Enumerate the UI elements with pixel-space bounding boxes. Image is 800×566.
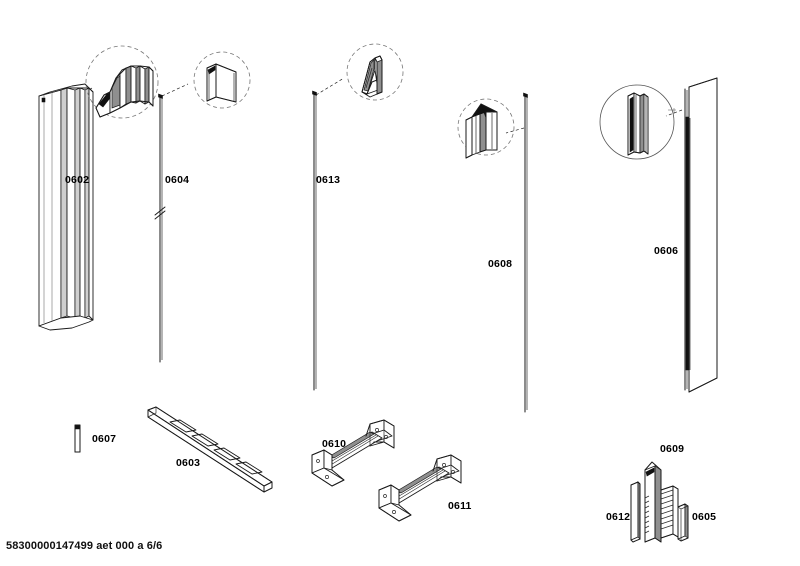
part-label-0610: 0610 [322, 438, 346, 450]
part-0605-graphic [677, 503, 689, 542]
part-0604-graphic [154, 83, 189, 363]
part-label-0606: 0606 [654, 245, 678, 257]
part-0613-graphic [312, 77, 345, 391]
part-label-0608: 0608 [488, 258, 512, 270]
part-0609-graphic [644, 461, 679, 543]
detail-circle-0604 [193, 51, 251, 109]
part-label-0609: 0609 [660, 443, 684, 455]
detail-circle-0613 [346, 43, 404, 101]
part-label-0602: 0602 [65, 174, 89, 186]
detail-circle-0602 [85, 45, 159, 119]
detail-circle-0606 [599, 84, 676, 160]
part-label-0611: 0611 [448, 500, 472, 512]
document-footer-code: 58300000147499 aet 000 a 6/6 [6, 540, 163, 552]
part-label-0605: 0605 [692, 511, 716, 523]
part-0603-graphic [147, 406, 273, 493]
part-label-0604: 0604 [165, 174, 189, 186]
part-0608-graphic [505, 92, 528, 413]
part-label-0603: 0603 [176, 457, 200, 469]
part-0602-graphic [38, 83, 94, 331]
part-label-0613: 0613 [316, 174, 340, 186]
part-0607-graphic [74, 424, 81, 453]
part-0612-graphic [630, 481, 641, 543]
detail-circle-0608 [457, 98, 515, 159]
part-0606-graphic [665, 77, 718, 393]
part-label-0607: 0607 [92, 433, 116, 445]
part-0610-graphic [311, 419, 395, 487]
part-0611-graphic [378, 454, 462, 522]
part-label-0612: 0612 [606, 511, 630, 523]
